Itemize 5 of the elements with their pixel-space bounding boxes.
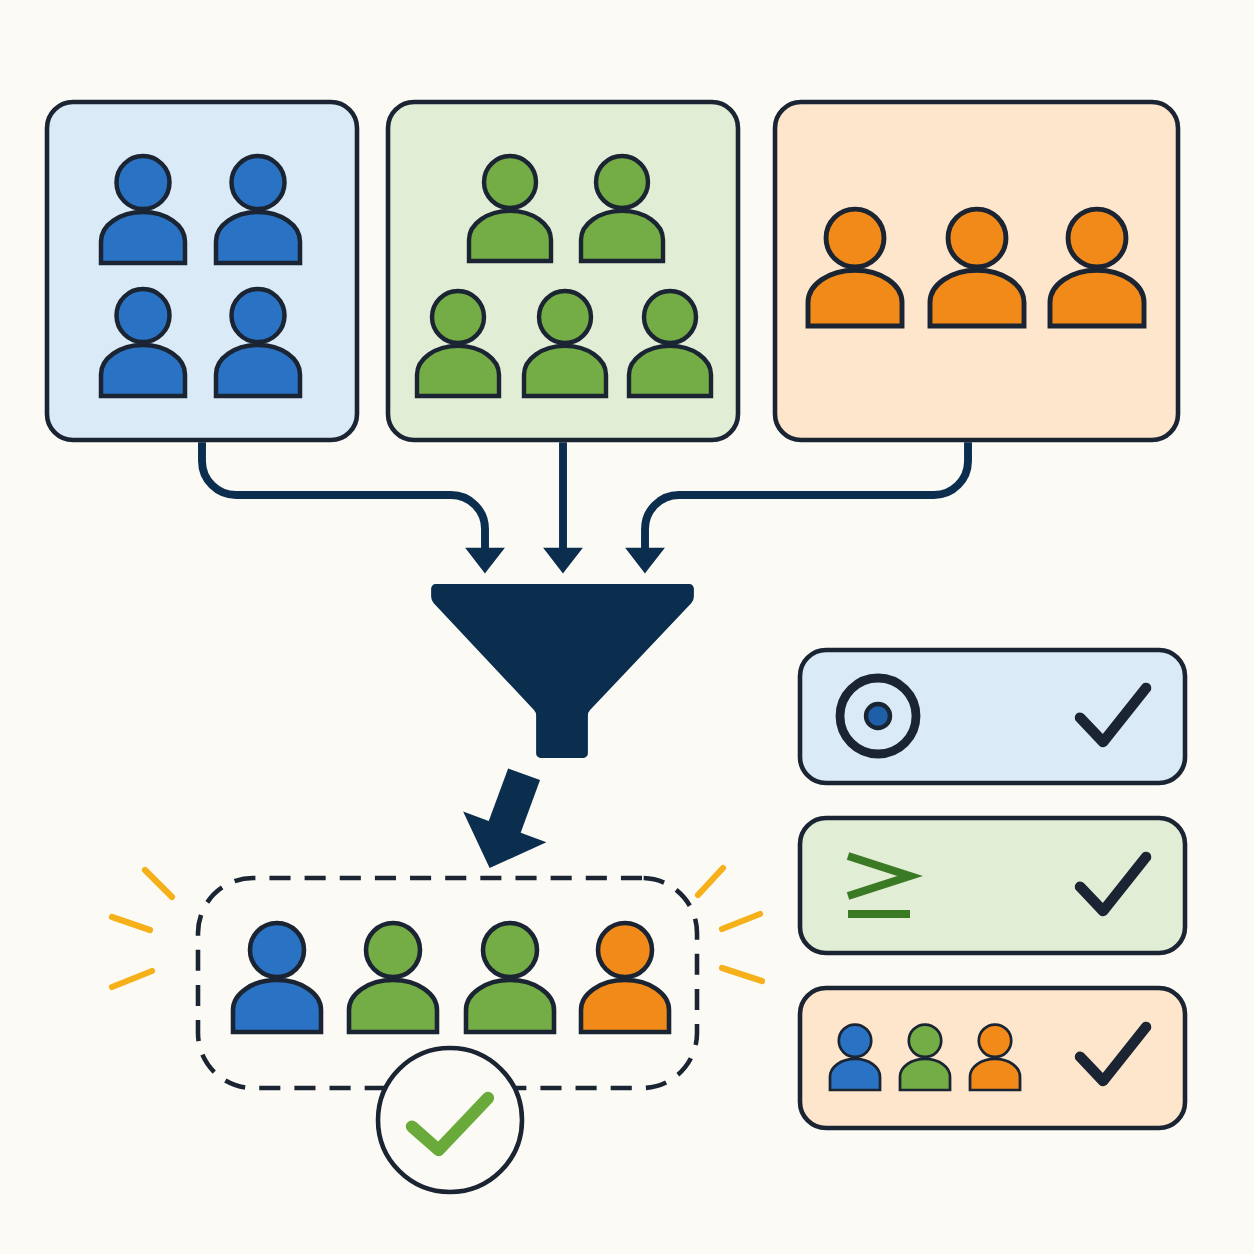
selection-box [195, 875, 700, 1091]
funnel [431, 584, 694, 758]
criterion-box [797, 815, 1188, 956]
criterion-box [797, 647, 1188, 786]
check-badge [375, 1045, 525, 1195]
